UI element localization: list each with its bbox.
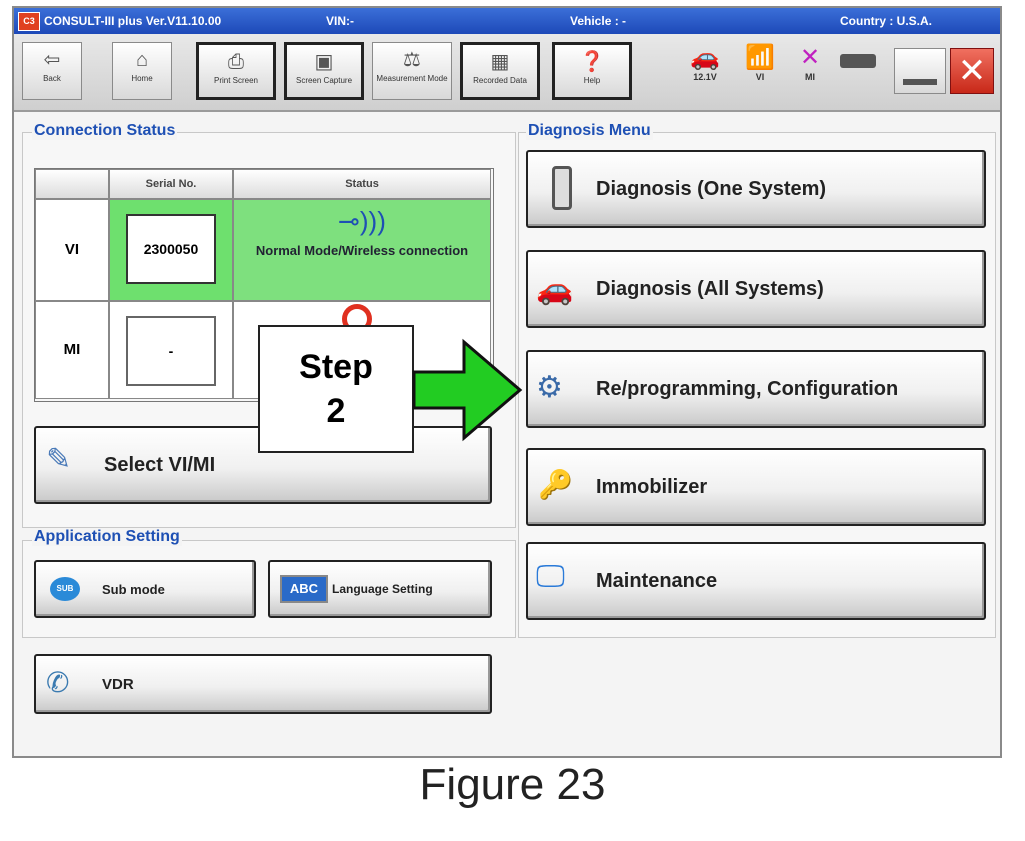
minimize-icon [903, 79, 937, 85]
signal-icon: 📶 [745, 44, 775, 71]
maintenance-button[interactable]: 🖵 Maintenance [526, 542, 986, 620]
car-icon: 🚗 [690, 44, 720, 71]
vdr-icon: ✆ [46, 667, 70, 698]
recorded-data-icon: ▦ [490, 51, 510, 73]
car-diagnosis-icon: 🚗 [536, 273, 574, 306]
measurement-icon: ⚖ [403, 49, 421, 71]
vi-row-label: VI [35, 199, 109, 301]
indicator-icon [840, 54, 876, 68]
maintenance-icon: 🖵 [536, 560, 565, 593]
serial-column-header: Serial No. [109, 169, 233, 199]
connection-status-label: Connection Status [32, 122, 178, 140]
screen-capture-button[interactable]: ▣ Screen Capture [284, 42, 364, 100]
country-label: Country : U.S.A. [840, 14, 932, 28]
vi-status-text: Normal Mode/Wireless connection [255, 243, 469, 258]
language-icon: ABC [280, 575, 328, 603]
help-button[interactable]: ❓ Help [552, 42, 632, 100]
app-logo-icon: C3 [18, 12, 40, 31]
mi-disconnected-icon: ✕ [799, 44, 821, 71]
immobilizer-icon: 🔑 [538, 469, 573, 500]
vi-serial-cell: 2300050 [109, 199, 233, 301]
wireless-icon: ⊸))) [338, 206, 386, 236]
immobilizer-button[interactable]: 🔑 Immobilizer [526, 448, 986, 526]
consult-window: C3 CONSULT-III plus Ver.V11.10.00 VIN:- … [12, 6, 1002, 758]
language-setting-button[interactable]: ABC Language Setting [268, 560, 492, 618]
close-button[interactable]: ✕ [950, 48, 994, 94]
toolbar: ⇦ Back ⌂ Home ⎙ Print Screen ▣ Screen Ca… [14, 34, 1000, 112]
vehicle-label: Vehicle : - [570, 14, 627, 28]
mi-serial-cell: - [109, 301, 233, 399]
green-arrow-icon [412, 338, 523, 442]
diagnosis-one-system-button[interactable]: Diagnosis (One System) [526, 150, 986, 228]
vi-status: 📶 VI [740, 44, 780, 82]
help-icon: ❓ [579, 51, 605, 73]
back-button[interactable]: ⇦ Back [22, 42, 82, 100]
phone-icon [552, 166, 572, 210]
application-setting-label: Application Setting [32, 528, 182, 546]
diagnosis-menu-label: Diagnosis Menu [526, 122, 653, 140]
vi-status-cell: ⊸))) Normal Mode/Wireless connection [233, 199, 491, 301]
connection-table: Serial No. Status VI 2300050 ⊸))) Normal… [34, 168, 494, 402]
print-screen-button[interactable]: ⎙ Print Screen [196, 42, 276, 100]
back-arrow-icon: ⇦ [43, 49, 61, 71]
status-column-header: Status [233, 169, 491, 199]
mi-row-label: MI [35, 301, 109, 399]
sub-mode-button[interactable]: SUB Sub mode [34, 560, 256, 618]
figure-caption: Figure 23 [419, 760, 606, 809]
close-icon: ✕ [957, 52, 987, 90]
home-button[interactable]: ⌂ Home [112, 42, 172, 100]
home-icon: ⌂ [135, 49, 149, 71]
minimize-button[interactable] [894, 48, 946, 94]
reprogramming-configuration-button[interactable]: ⚙ Re/programming, Configuration [526, 350, 986, 428]
battery-status: 🚗 12.1V [682, 44, 728, 82]
printer-icon: ⎙ [228, 51, 244, 73]
mi-serial-value: - [126, 316, 216, 386]
measurement-mode-button[interactable]: ⚖ Measurement Mode [372, 42, 452, 100]
select-vi-mi-icon: ✎ [46, 443, 72, 476]
camera-icon: ▣ [314, 51, 334, 73]
vdr-button[interactable]: ✆ VDR [34, 654, 492, 714]
vin-label: VIN:- [326, 14, 354, 28]
recorded-data-button[interactable]: ▦ Recorded Data [460, 42, 540, 100]
sub-mode-icon: SUB [50, 577, 80, 601]
mi-status: ✕ MI [790, 44, 830, 82]
title-bar: C3 CONSULT-III plus Ver.V11.10.00 VIN:- … [14, 8, 1000, 34]
app-title: CONSULT-III plus Ver.V11.10.00 [44, 14, 222, 28]
diagnosis-all-systems-button[interactable]: 🚗 Diagnosis (All Systems) [526, 250, 986, 328]
reprogramming-icon: ⚙ [536, 371, 563, 404]
vi-serial-value: 2300050 [126, 214, 216, 284]
step-callout: Step 2 [258, 325, 414, 453]
